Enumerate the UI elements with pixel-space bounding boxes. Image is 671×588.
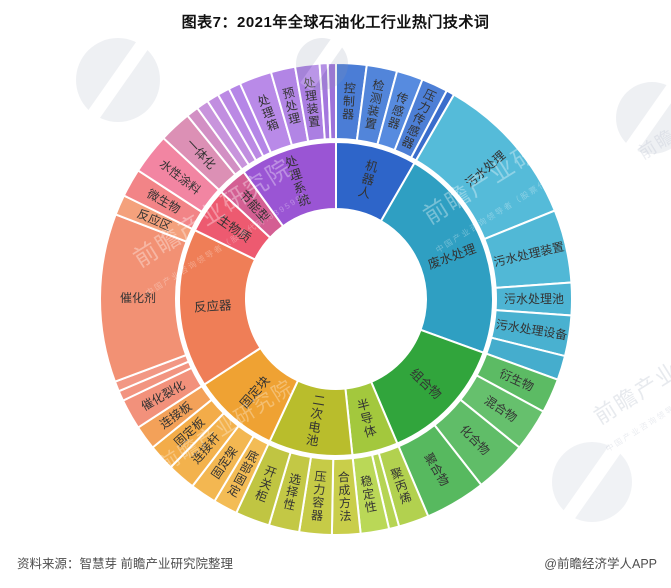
segment-label: 成 (338, 483, 351, 498)
sunburst-segment-inner (380, 162, 494, 354)
segment-label: 检 (371, 77, 386, 94)
watermark-logo (616, 82, 671, 154)
segment-label: 压 (421, 87, 438, 105)
segment-label: 电 (307, 420, 322, 436)
segment-label: 制 (342, 94, 355, 109)
segment-label: 器 (400, 134, 417, 152)
segment-label: 装 (306, 101, 320, 116)
segment-label: 定 (361, 485, 375, 502)
segment-label: 稳 (359, 473, 373, 490)
segment-label: 次 (309, 406, 324, 422)
segment-label: 置 (364, 116, 379, 132)
segment-label: 丙 (393, 477, 409, 494)
segment-label: 聚 (389, 465, 405, 482)
source-note: 资料来源：智慧芽 前瞻产业研究院整理 (17, 557, 233, 571)
segment-label: 方 (339, 495, 352, 511)
segment-label: 污水处理池 (504, 292, 564, 306)
segment-label: 传 (394, 89, 410, 107)
watermark-logo (552, 442, 632, 522)
segment-label: 感 (405, 121, 422, 140)
segment-label: 选 (288, 471, 303, 487)
segment-label: 器 (342, 107, 355, 122)
segment-label: 烯 (398, 490, 414, 507)
segment-label: 法 (339, 509, 352, 524)
segment-label: 处 (303, 75, 317, 90)
segment-label: 柜 (253, 488, 269, 505)
segment-label: 人 (357, 184, 373, 201)
brand-note: @前瞻经济学人APP (544, 557, 657, 571)
segment-label: 关 (258, 475, 274, 492)
segment-label: 系 (292, 179, 308, 196)
sunburst-segments (99, 61, 574, 536)
segment-label: 固 (231, 471, 248, 489)
segment-label: 二 (312, 393, 327, 409)
segment-label: 理 (304, 88, 318, 103)
segment-label: 感 (390, 101, 406, 119)
segment-label: 控 (343, 81, 356, 96)
segment-label: 开 (262, 463, 278, 480)
segment-label: 合 (337, 469, 350, 485)
segment-label: 导 (359, 410, 375, 427)
segment-label: 择 (285, 484, 300, 500)
segment-label: 箱 (264, 116, 280, 134)
segment-label: 池 (305, 433, 320, 449)
segment-label: 器 (360, 171, 376, 188)
segment-label: 理 (260, 104, 276, 121)
segment-label: 置 (307, 114, 321, 129)
segment-label: 机 (364, 158, 380, 175)
segment-label: 处 (284, 98, 299, 114)
segment-label: 体 (362, 423, 378, 440)
segment-label: 传 (411, 109, 428, 128)
segment-label: 性 (364, 499, 378, 515)
segment-label: 理 (287, 111, 302, 127)
segment-label: 反应器 (194, 297, 233, 314)
segment-label: 器 (386, 115, 402, 132)
segment-label: 容 (312, 494, 325, 510)
watermark-logo (76, 38, 160, 122)
segment-label: 统 (296, 192, 312, 209)
segment-label: 半 (356, 397, 372, 414)
segment-label: 压 (314, 469, 327, 484)
segment-label: 处 (256, 92, 272, 109)
segment-label: 器 (310, 508, 323, 523)
segment-label: 测 (369, 90, 384, 106)
segment-label: 催化剂 (120, 290, 156, 305)
segment-label: 处 (283, 154, 300, 171)
segment-label: 力 (313, 482, 326, 497)
segment-label: 理 (288, 166, 305, 183)
sunburst-segment-outer (326, 61, 337, 141)
segment-label: 力 (416, 99, 433, 117)
chart-title: 图表7：2021年全球石油化工行业热门技术词 (181, 14, 490, 31)
segment-label: 预 (281, 85, 296, 101)
watermark-logo (296, 37, 348, 91)
segment-label: 性 (282, 497, 297, 513)
sunburst-segment-inner (242, 141, 337, 228)
segment-label: 装 (366, 103, 381, 119)
